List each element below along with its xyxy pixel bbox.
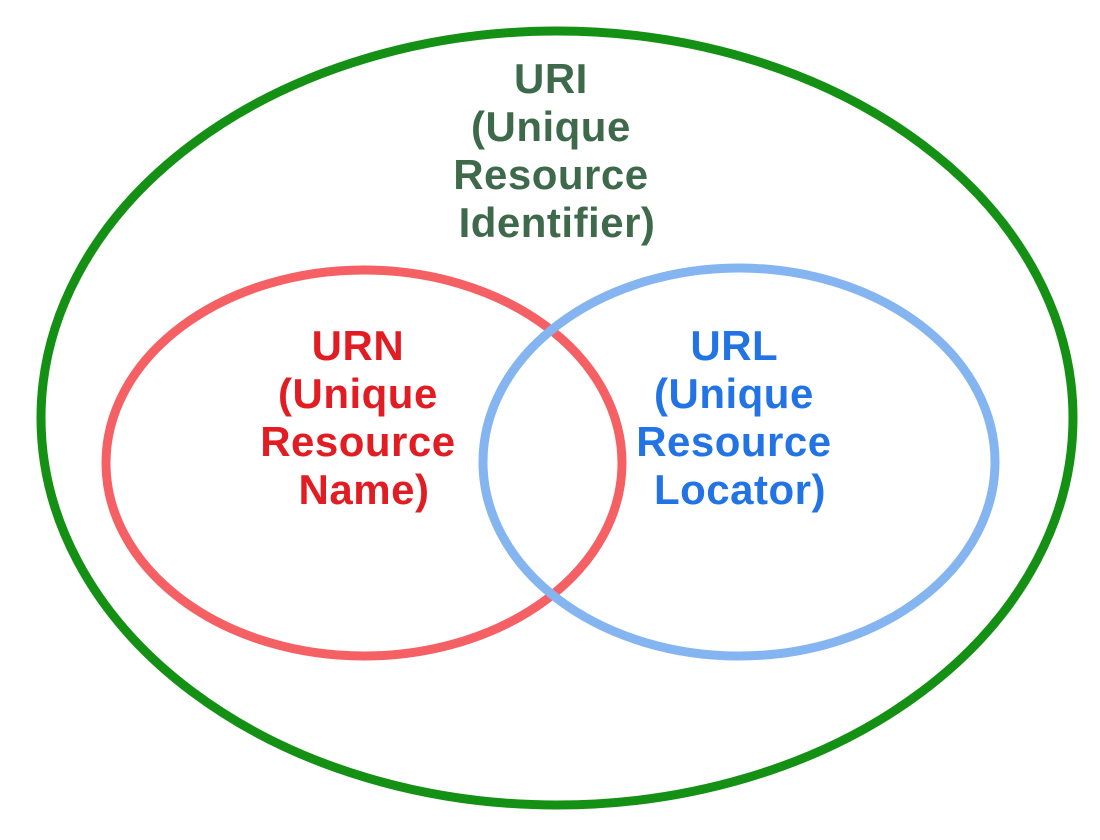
urn-label-line-2: (Unique xyxy=(278,370,438,417)
urn-label-line-4: Name) xyxy=(299,466,430,513)
uri-label-line-4: Identifier) xyxy=(459,199,656,246)
url-ellipse xyxy=(478,263,1000,661)
url-label-line-1: URL xyxy=(690,322,777,369)
uri-label-line-2: (Unique xyxy=(471,103,631,150)
urn-label-line-3: Resource xyxy=(260,418,455,465)
urn-label-line-1: URN xyxy=(312,322,405,369)
uri-label: URI (Unique Resource Identifier) xyxy=(453,55,661,246)
uri-label-line-1: URI xyxy=(514,55,588,102)
url-label-line-2: (Unique xyxy=(654,370,814,417)
url-label-line-3: Resource xyxy=(636,418,831,465)
url-label: URL (Unique Resource Locator) xyxy=(636,322,844,513)
urn-label: URN (Unique Resource Name) xyxy=(260,322,468,513)
uri-label-line-3: Resource xyxy=(453,151,648,198)
uri-ellipse xyxy=(36,26,1078,810)
urn-ellipse xyxy=(101,265,627,661)
url-label-line-4: Locator) xyxy=(654,466,826,513)
